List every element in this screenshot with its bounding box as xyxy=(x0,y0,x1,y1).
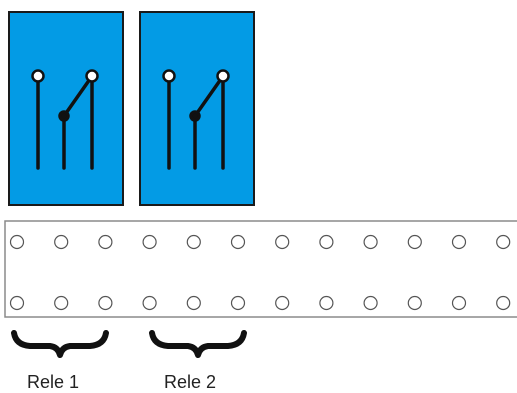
terminal-hole xyxy=(9,295,25,311)
terminal-hole xyxy=(451,295,467,311)
relay-2-brace xyxy=(149,330,247,358)
relay-1-label: Rele 1 xyxy=(27,372,80,392)
terminal-hole xyxy=(319,234,334,250)
terminal-hole xyxy=(407,295,422,311)
relay-1 xyxy=(8,11,124,206)
terminal-strip xyxy=(4,220,517,318)
relay-1-switch-icon xyxy=(31,69,99,170)
terminal-strip-body xyxy=(4,220,517,318)
terminal-hole xyxy=(275,234,290,250)
relay-2-label: Rele 2 xyxy=(164,372,217,392)
terminal-hole xyxy=(142,234,157,250)
relay-2-body xyxy=(139,11,255,206)
terminal-hole xyxy=(407,234,422,250)
terminal-hole xyxy=(186,295,201,311)
terminal-hole xyxy=(275,295,290,311)
terminal-hole xyxy=(54,295,69,311)
terminal-hole xyxy=(9,234,25,250)
terminal-hole xyxy=(142,295,157,311)
relay-2 xyxy=(139,11,255,206)
terminal-hole xyxy=(54,234,69,250)
terminal-hole xyxy=(496,234,511,250)
terminal-hole xyxy=(363,295,378,311)
relay-1-body xyxy=(8,11,124,206)
terminal-hole xyxy=(230,234,246,250)
terminal-hole xyxy=(98,295,113,311)
relay-2-switch-icon xyxy=(162,69,230,170)
terminal-hole xyxy=(363,234,378,250)
terminal-hole xyxy=(319,295,334,311)
terminal-hole xyxy=(186,234,201,250)
terminal-hole xyxy=(98,234,113,250)
relay-1-brace xyxy=(11,330,109,358)
terminal-hole xyxy=(496,295,511,311)
terminal-holes xyxy=(9,234,511,311)
terminal-hole xyxy=(451,234,467,250)
terminal-hole xyxy=(230,295,246,311)
